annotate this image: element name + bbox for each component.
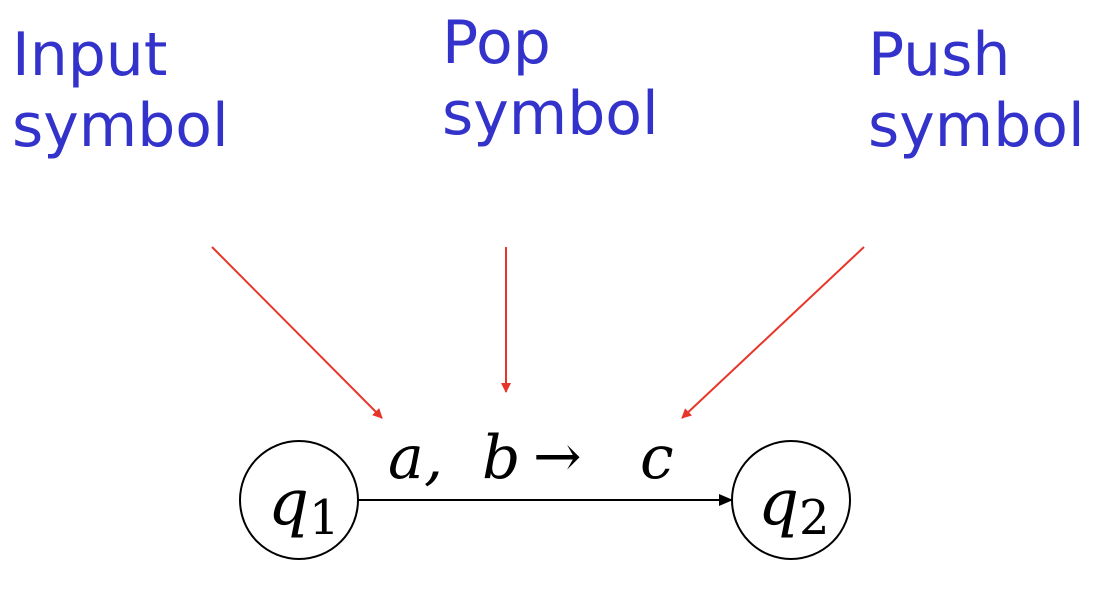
svg-text:q1: q1 bbox=[268, 466, 340, 546]
input-symbol-pointer-arrow bbox=[211, 246, 383, 419]
input-symbol-annotation: Input symbol bbox=[12, 20, 229, 162]
transition-pop-symbol: b bbox=[482, 423, 520, 493]
transition-arrow-symbol: → bbox=[533, 422, 582, 490]
state-q1: q1 bbox=[239, 440, 359, 560]
pop-symbol-label-line2: symbol bbox=[442, 78, 659, 149]
transition-label: a , b → c bbox=[388, 422, 674, 493]
push-symbol-label-line1: Push bbox=[868, 20, 1011, 90]
input-symbol-label-line1: Input bbox=[12, 20, 168, 90]
push-symbol-pointer-arrow bbox=[681, 246, 865, 419]
transition-input-symbol: a bbox=[388, 423, 424, 493]
pop-symbol-label-line1: Pop bbox=[442, 8, 551, 78]
transition-push-symbol: c bbox=[640, 423, 674, 493]
push-symbol-label-line2: symbol bbox=[868, 90, 1085, 161]
state-q2-subscript: 2 bbox=[799, 490, 830, 546]
svg-text:q2: q2 bbox=[758, 466, 830, 546]
push-symbol-annotation: Push symbol bbox=[868, 20, 1085, 162]
state-q2: q2 bbox=[731, 440, 851, 560]
transition-separator: , bbox=[424, 423, 443, 493]
pop-symbol-annotation: Pop symbol bbox=[442, 8, 659, 150]
state-q1-subscript: 1 bbox=[309, 490, 340, 546]
state-q2-name: q bbox=[758, 466, 799, 540]
input-symbol-label-line2: symbol bbox=[12, 90, 229, 161]
state-q1-name: q bbox=[268, 466, 309, 540]
